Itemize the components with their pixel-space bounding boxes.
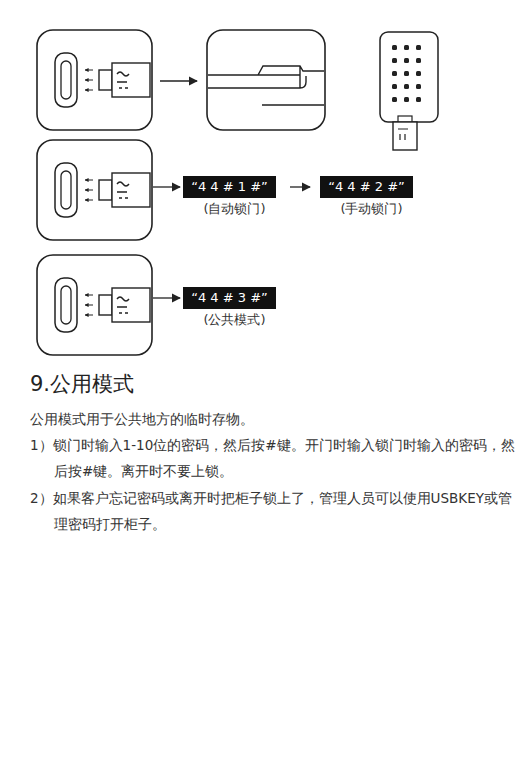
mode-caption: (手动锁门) (310, 200, 433, 218)
drawing-rect (398, 116, 412, 122)
drawing-use (37, 30, 152, 130)
keypad-key (404, 97, 409, 102)
drawing-line (153, 297, 180, 298)
keypad-key (392, 84, 397, 89)
keypad-key (416, 71, 421, 76)
section-title: 9.公用模式 (30, 370, 134, 398)
keypad-key (416, 58, 421, 63)
drawing-rect (207, 30, 325, 130)
drawing-line (160, 80, 197, 81)
keypad-key (392, 97, 397, 102)
list-item: 1）锁门时输入1-10位的密码，然后按#键。开门时输入锁门时输入的密码，然后按#… (30, 432, 516, 484)
keypad-key (404, 45, 409, 50)
keypad-key (404, 58, 409, 63)
drawing-use (37, 255, 152, 355)
drawing-use (37, 140, 152, 240)
keypad-key (392, 58, 397, 63)
keypad-key (416, 97, 421, 102)
code-node: “4 4 # 3 #”(公共模式) (183, 287, 276, 309)
code-node: “4 4 # 1 #”(自动锁门) (183, 176, 276, 198)
keypad-key (404, 84, 409, 89)
mode-caption: (公共模式) (173, 311, 296, 329)
drawing-g (392, 45, 421, 102)
drawing-rect (380, 32, 438, 122)
code-box: “4 4 # 3 #” (183, 287, 276, 309)
keypad-key (416, 45, 421, 50)
drawing-path (398, 129, 408, 140)
code-node: “4 4 # 2 #”(手动锁门) (320, 176, 413, 198)
drawing-path (208, 66, 324, 105)
keypad-key (392, 45, 397, 50)
list-item: 2）如果客户忘记密码或离开时把柜子锁上了，管理人员可以使用USBKEY或管理密码… (30, 485, 516, 537)
mode-caption: (自动锁门) (173, 200, 296, 218)
drawing-line (153, 186, 180, 187)
keypad-key (404, 71, 409, 76)
code-box: “4 4 # 2 #” (320, 176, 413, 198)
keypad-key (392, 71, 397, 76)
keypad-key (416, 84, 421, 89)
drawing-rect (393, 122, 417, 150)
intro-text: 公用模式用于公共地方的临时存物。 (30, 406, 492, 432)
flow-arrow (290, 186, 310, 187)
code-box: “4 4 # 1 #” (183, 176, 276, 198)
